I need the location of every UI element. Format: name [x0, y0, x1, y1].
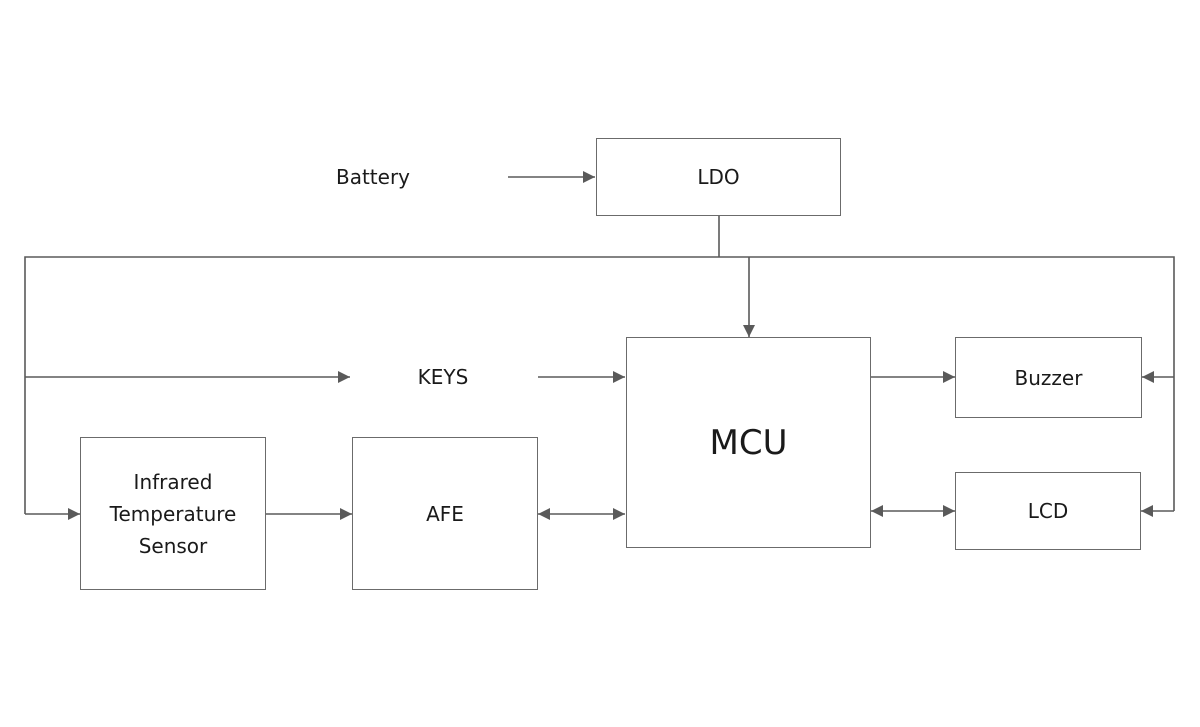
buzzer-block: Buzzer	[955, 337, 1142, 418]
lcd-text: LCD	[1027, 499, 1069, 523]
infrared-temperature-sensor-block: Infrared Temperature Sensor	[80, 437, 266, 590]
sensor-text: Infrared Temperature Sensor	[109, 469, 237, 558]
afe-text: AFE	[426, 501, 464, 526]
lcd-block: LCD	[955, 472, 1141, 550]
ldo-block: LDO	[596, 138, 841, 216]
keys-label: KEYS	[383, 357, 503, 397]
afe-block: AFE	[352, 437, 538, 590]
ldo-text: LDO	[697, 165, 740, 189]
battery-text: Battery	[335, 165, 411, 189]
keys-text: KEYS	[417, 365, 469, 389]
battery-label: Battery	[313, 157, 433, 197]
mcu-block: MCU	[626, 337, 871, 548]
mcu-text: MCU	[709, 422, 788, 463]
buzzer-text: Buzzer	[1014, 365, 1083, 390]
power-bus-line	[24, 256, 1175, 514]
